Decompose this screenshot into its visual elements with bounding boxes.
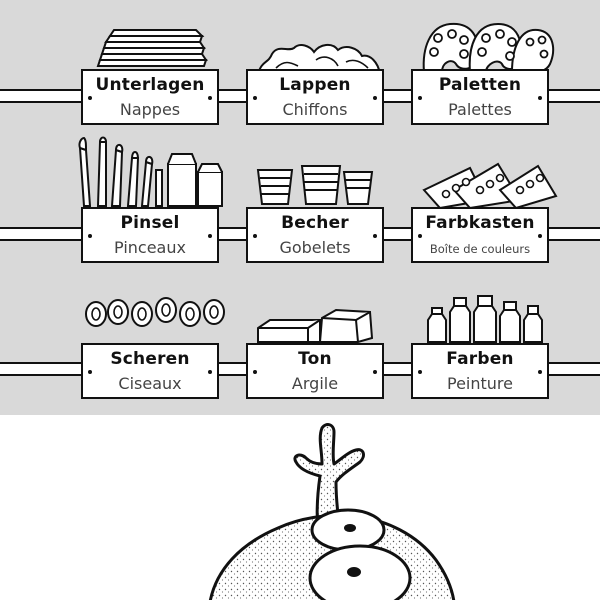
rivet [253,234,257,238]
bin-ton[interactable]: Ton Argile [246,343,384,399]
bin-becher[interactable]: Becher Gobelets [246,207,384,263]
character-icon[interactable] [200,420,460,600]
rivet [418,234,422,238]
rivet [253,370,257,374]
rivet [88,96,92,100]
bin-pinsel[interactable]: Pinsel Pinceaux [81,207,219,263]
bin-label-german: Scheren [110,349,190,369]
rivet [538,96,542,100]
bin-label-french: Ciseaux [118,374,182,393]
rivet [88,234,92,238]
rivet [538,234,542,238]
bin-label-german: Ton [298,349,332,369]
rivet [373,370,377,374]
bin-label-german: Lappen [279,75,351,95]
bin-paletten[interactable]: Paletten Palettes [411,69,549,125]
bin-unterlagen[interactable]: Unterlagen Nappes [81,69,219,125]
rivet [208,370,212,374]
bin-label-french: Gobelets [279,238,351,257]
bin-label-french: Argile [291,374,339,393]
rivet [88,370,92,374]
bin-label-french: Nappes [119,100,181,119]
rivet [418,96,422,100]
bin-label-german: Pinsel [120,213,180,233]
bin-lappen[interactable]: Lappen Chiffons [246,69,384,125]
bin-farben[interactable]: Farben Peinture [411,343,549,399]
bin-label-french: Chiffons [282,100,348,119]
bin-label-german: Farbkasten [425,213,535,233]
rivet [418,370,422,374]
rivet [208,234,212,238]
rivet [208,96,212,100]
bin-farbkasten[interactable]: Farbkasten Boîte de couleurs [411,207,549,263]
rivet [538,370,542,374]
bin-label-french: Peinture [447,374,513,393]
bin-label-german: Farben [446,349,514,369]
rivet [373,234,377,238]
rivet [373,96,377,100]
bin-label-french: Pinceaux [114,238,186,257]
rivet [253,96,257,100]
bin-label-german: Becher [281,213,349,233]
bin-label-french: Palettes [448,100,512,119]
bin-label-french: Boîte de couleurs [429,242,531,256]
bin-label-german: Unterlagen [95,75,205,95]
bin-scheren[interactable]: Scheren Ciseaux [81,343,219,399]
bin-label-german: Paletten [438,75,522,95]
